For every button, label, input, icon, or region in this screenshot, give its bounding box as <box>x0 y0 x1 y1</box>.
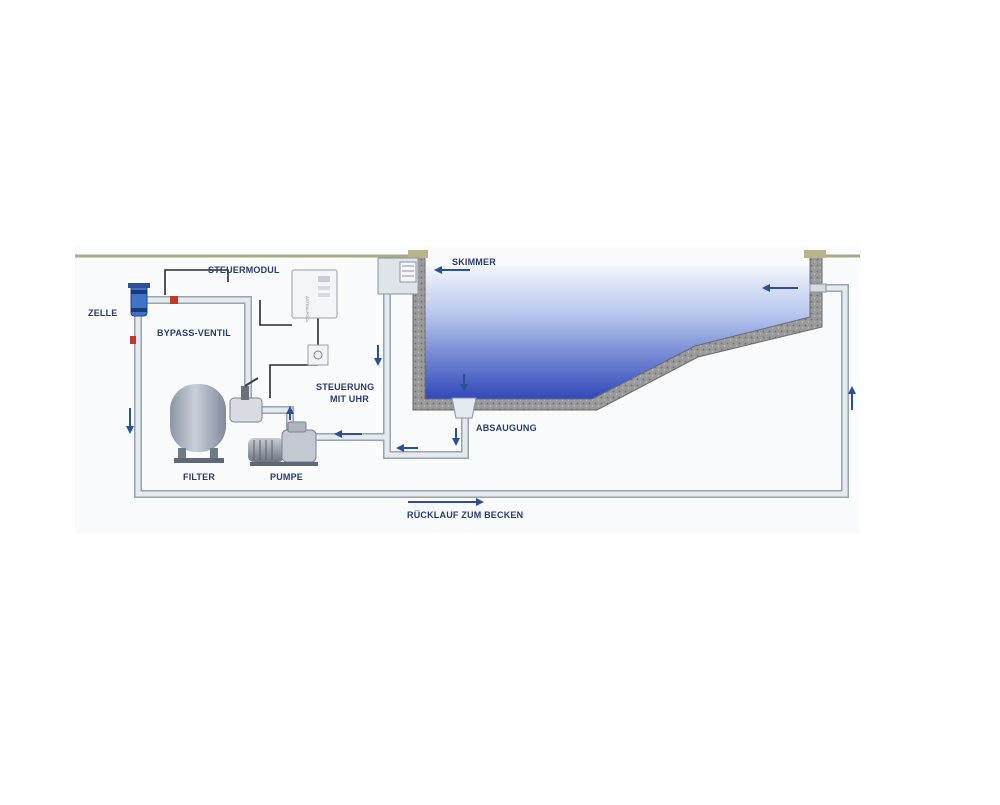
pipe-network <box>134 276 849 498</box>
return-inlet <box>809 283 827 293</box>
label-skimmer: SKIMMER <box>452 257 496 267</box>
drain-valve-icon <box>130 336 136 344</box>
label-absaugung: ABSAUGUNG <box>476 423 537 433</box>
flow-arrows <box>126 266 856 506</box>
label-filter: FILTER <box>183 472 216 482</box>
arrow-down-icon <box>452 438 460 446</box>
arrow-left-icon <box>434 266 442 274</box>
arrow-left-icon <box>396 444 404 452</box>
filter-tank <box>170 384 226 463</box>
label-ruecklauf: RÜCKLAUF ZUM BECKEN <box>407 510 524 520</box>
control-wires <box>164 269 319 398</box>
pool-water <box>425 266 810 400</box>
arrow-left-icon <box>334 430 342 438</box>
control-module: ASTRALPOOL <box>291 269 338 323</box>
label-zelle: ZELLE <box>88 308 118 318</box>
arrow-up-icon <box>848 386 856 394</box>
label-steuerung-line1: STEUERUNG <box>316 382 375 392</box>
bypass-valve-handle-icon <box>170 296 178 304</box>
coping-left <box>408 250 428 258</box>
coping-right <box>804 250 826 258</box>
arrow-down-icon <box>460 384 468 392</box>
chlorinator-cell <box>128 283 150 317</box>
main-drain <box>451 397 477 419</box>
label-steuermodul: STEUERMODUL <box>208 265 280 275</box>
skimmer <box>377 257 419 295</box>
arrow-down-icon <box>126 426 134 434</box>
arrow-up-icon <box>286 406 294 414</box>
timer-dial-icon <box>313 350 323 360</box>
label-bypass-ventil: BYPASS-VENTIL <box>157 328 231 338</box>
pump <box>248 421 318 466</box>
arrow-right-icon <box>476 498 484 506</box>
control-panel-brand: ASTRALPOOL <box>305 296 310 323</box>
timer-box <box>307 344 329 366</box>
arrow-down-icon <box>374 358 382 366</box>
label-steuerung-line2: MIT UHR <box>330 394 369 404</box>
label-pumpe: PUMPE <box>270 472 304 482</box>
arrow-left-icon <box>762 284 770 292</box>
multiport-valve <box>229 377 263 423</box>
